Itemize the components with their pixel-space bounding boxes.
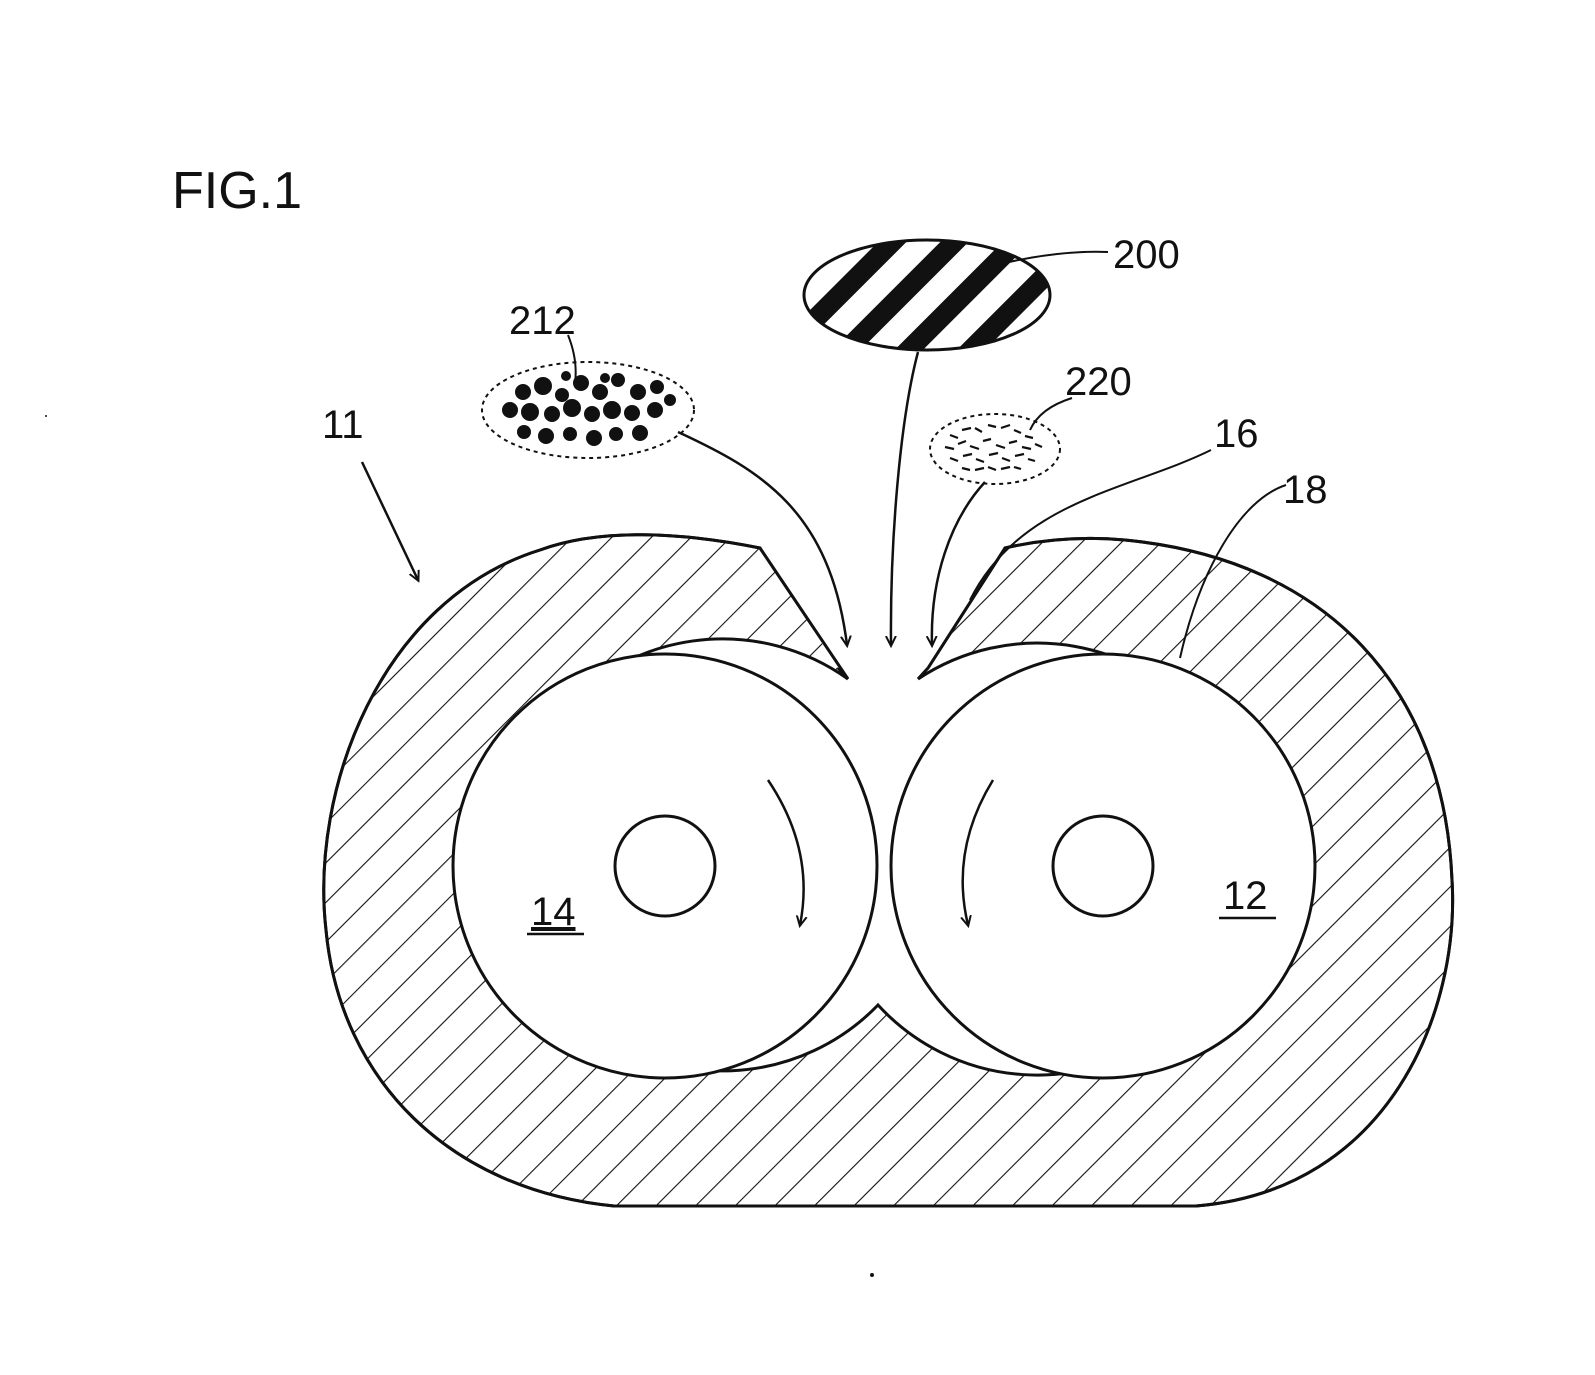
screw-right: [891, 654, 1315, 1078]
material-220-cluster: [930, 414, 1060, 484]
label-220: 220: [1065, 360, 1132, 404]
figure-title: FIG.1: [172, 162, 302, 220]
material-212-cluster: [482, 362, 694, 458]
label-16: 16: [1214, 412, 1259, 456]
label-11: 11: [322, 403, 364, 447]
screw-left: [453, 654, 877, 1078]
material-200-ellipse: [804, 240, 1050, 350]
label-14: 14: [531, 890, 576, 934]
label-200: 200: [1113, 233, 1180, 277]
label-12: 12: [1223, 874, 1268, 918]
feed-arrow-200: [891, 352, 918, 645]
device-arrow-11: [362, 462, 418, 580]
label-18: 18: [1283, 468, 1328, 512]
label-212: 212: [509, 299, 576, 343]
